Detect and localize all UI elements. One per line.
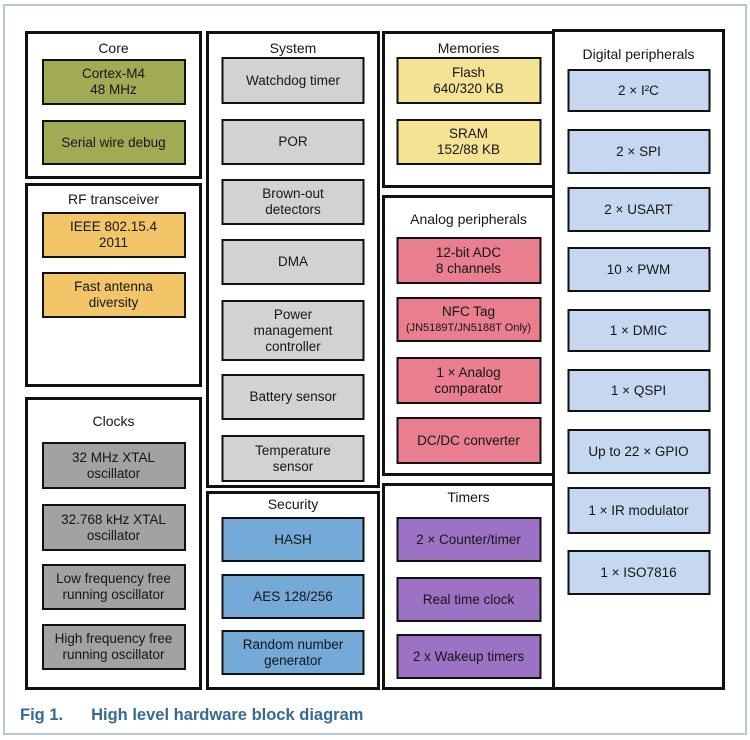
block-i2c: 2 × I²C xyxy=(567,69,710,112)
block-random-number-generator: Random number generator xyxy=(221,630,365,675)
block-counter-timer: 2 × Counter/timer xyxy=(396,517,541,562)
section-title-digital-peripherals: Digital peripherals xyxy=(582,46,695,62)
block-nfc-tag-label: NFC Tag xyxy=(441,304,496,319)
section-timers: Timers 2 × Counter/timer Real time clock… xyxy=(382,483,555,690)
figure-caption-label: Fig 1. xyxy=(20,706,64,724)
block-nfc-tag-sublabel: (JN5189T/JN5188T Only) xyxy=(405,322,532,334)
section-title-rf-transceiver: RF transceiver xyxy=(67,191,160,207)
block-32mhz-xtal-oscillator: 32 MHz XTAL oscillator xyxy=(41,442,186,489)
block-12bit-adc: 12-bit ADC 8 channels xyxy=(396,237,541,284)
section-title-analog-peripherals: Analog peripherals xyxy=(410,211,527,227)
section-title-core: Core xyxy=(98,40,129,56)
block-aes: AES 128/256 xyxy=(221,574,365,619)
block-spi: 2 × SPI xyxy=(567,129,710,174)
block-dcdc-converter: DC/DC converter xyxy=(396,417,541,464)
block-sram: SRAM 152/88 KB xyxy=(396,119,541,165)
block-ieee-802-15-4: IEEE 802.15.4 2011 xyxy=(41,212,186,258)
block-dmic: 1 × DMIC xyxy=(567,309,710,352)
block-ir-modulator: 1 × IR modulator xyxy=(567,487,710,534)
block-diagram: Core Cortex-M4 48 MHz Serial wire debug … xyxy=(5,6,745,733)
block-real-time-clock: Real time clock xyxy=(396,577,541,622)
block-cortex-m4: Cortex-M4 48 MHz xyxy=(41,59,186,105)
block-gpio: Up to 22 × GPIO xyxy=(567,429,710,474)
block-analog-comparator: 1 × Analog comparator xyxy=(396,357,541,404)
block-power-management-controller: Power management controller xyxy=(221,300,365,361)
block-brown-out-detectors: Brown-out detectors xyxy=(221,179,365,225)
block-battery-sensor: Battery sensor xyxy=(221,374,365,420)
section-security: Security HASH AES 128/256 Random number … xyxy=(206,491,380,690)
section-memories: Memories Flash 640/320 KB SRAM 152/88 KB xyxy=(382,31,555,188)
figure-caption: Fig 1. High level hardware block diagram xyxy=(20,706,363,725)
block-por: POR xyxy=(221,119,365,165)
block-hash: HASH xyxy=(221,517,365,562)
section-title-timers: Timers xyxy=(447,489,490,505)
section-title-clocks: Clocks xyxy=(92,413,135,429)
section-digital-peripherals: Digital peripherals 2 × I²C 2 × SPI 2 × … xyxy=(552,29,725,690)
section-core: Core Cortex-M4 48 MHz Serial wire debug xyxy=(25,31,202,179)
block-wakeup-timers: 2 x Wakeup timers xyxy=(396,634,541,679)
block-flash: Flash 640/320 KB xyxy=(396,57,541,104)
block-dma: DMA xyxy=(221,239,365,285)
block-qspi: 1 × QSPI xyxy=(567,369,710,412)
section-analog-peripherals: Analog peripherals 12-bit ADC 8 channels… xyxy=(382,195,555,476)
section-system: System Watchdog timer POR Brown-out dete… xyxy=(206,31,380,488)
section-clocks: Clocks 32 MHz XTAL oscillator 32.768 kHz… xyxy=(25,397,202,690)
block-nfc-tag: NFC Tag (JN5189T/JN5188T Only) xyxy=(396,297,541,342)
block-temperature-sensor: Temperature sensor xyxy=(221,435,365,482)
block-watchdog-timer: Watchdog timer xyxy=(221,57,365,104)
block-iso7816: 1 × ISO7816 xyxy=(567,550,710,595)
block-pwm: 10 × PWM xyxy=(567,247,710,292)
block-high-freq-oscillator: High frequency free running oscillator xyxy=(41,624,186,670)
block-usart: 2 × USART xyxy=(567,187,710,232)
section-title-security: Security xyxy=(267,496,319,512)
block-fast-antenna-diversity: Fast antenna diversity xyxy=(41,272,186,318)
block-low-freq-oscillator: Low frequency free running oscillator xyxy=(41,564,186,610)
figure-frame: Core Cortex-M4 48 MHz Serial wire debug … xyxy=(3,4,747,735)
figure-caption-title: High level hardware block diagram xyxy=(91,706,364,724)
section-title-memories: Memories xyxy=(437,40,500,56)
section-title-system: System xyxy=(269,40,317,56)
block-serial-wire-debug: Serial wire debug xyxy=(41,120,186,165)
section-rf-transceiver: RF transceiver IEEE 802.15.4 2011 Fast a… xyxy=(25,183,202,387)
block-32768khz-xtal-oscillator: 32.768 kHz XTAL oscillator xyxy=(41,504,186,551)
